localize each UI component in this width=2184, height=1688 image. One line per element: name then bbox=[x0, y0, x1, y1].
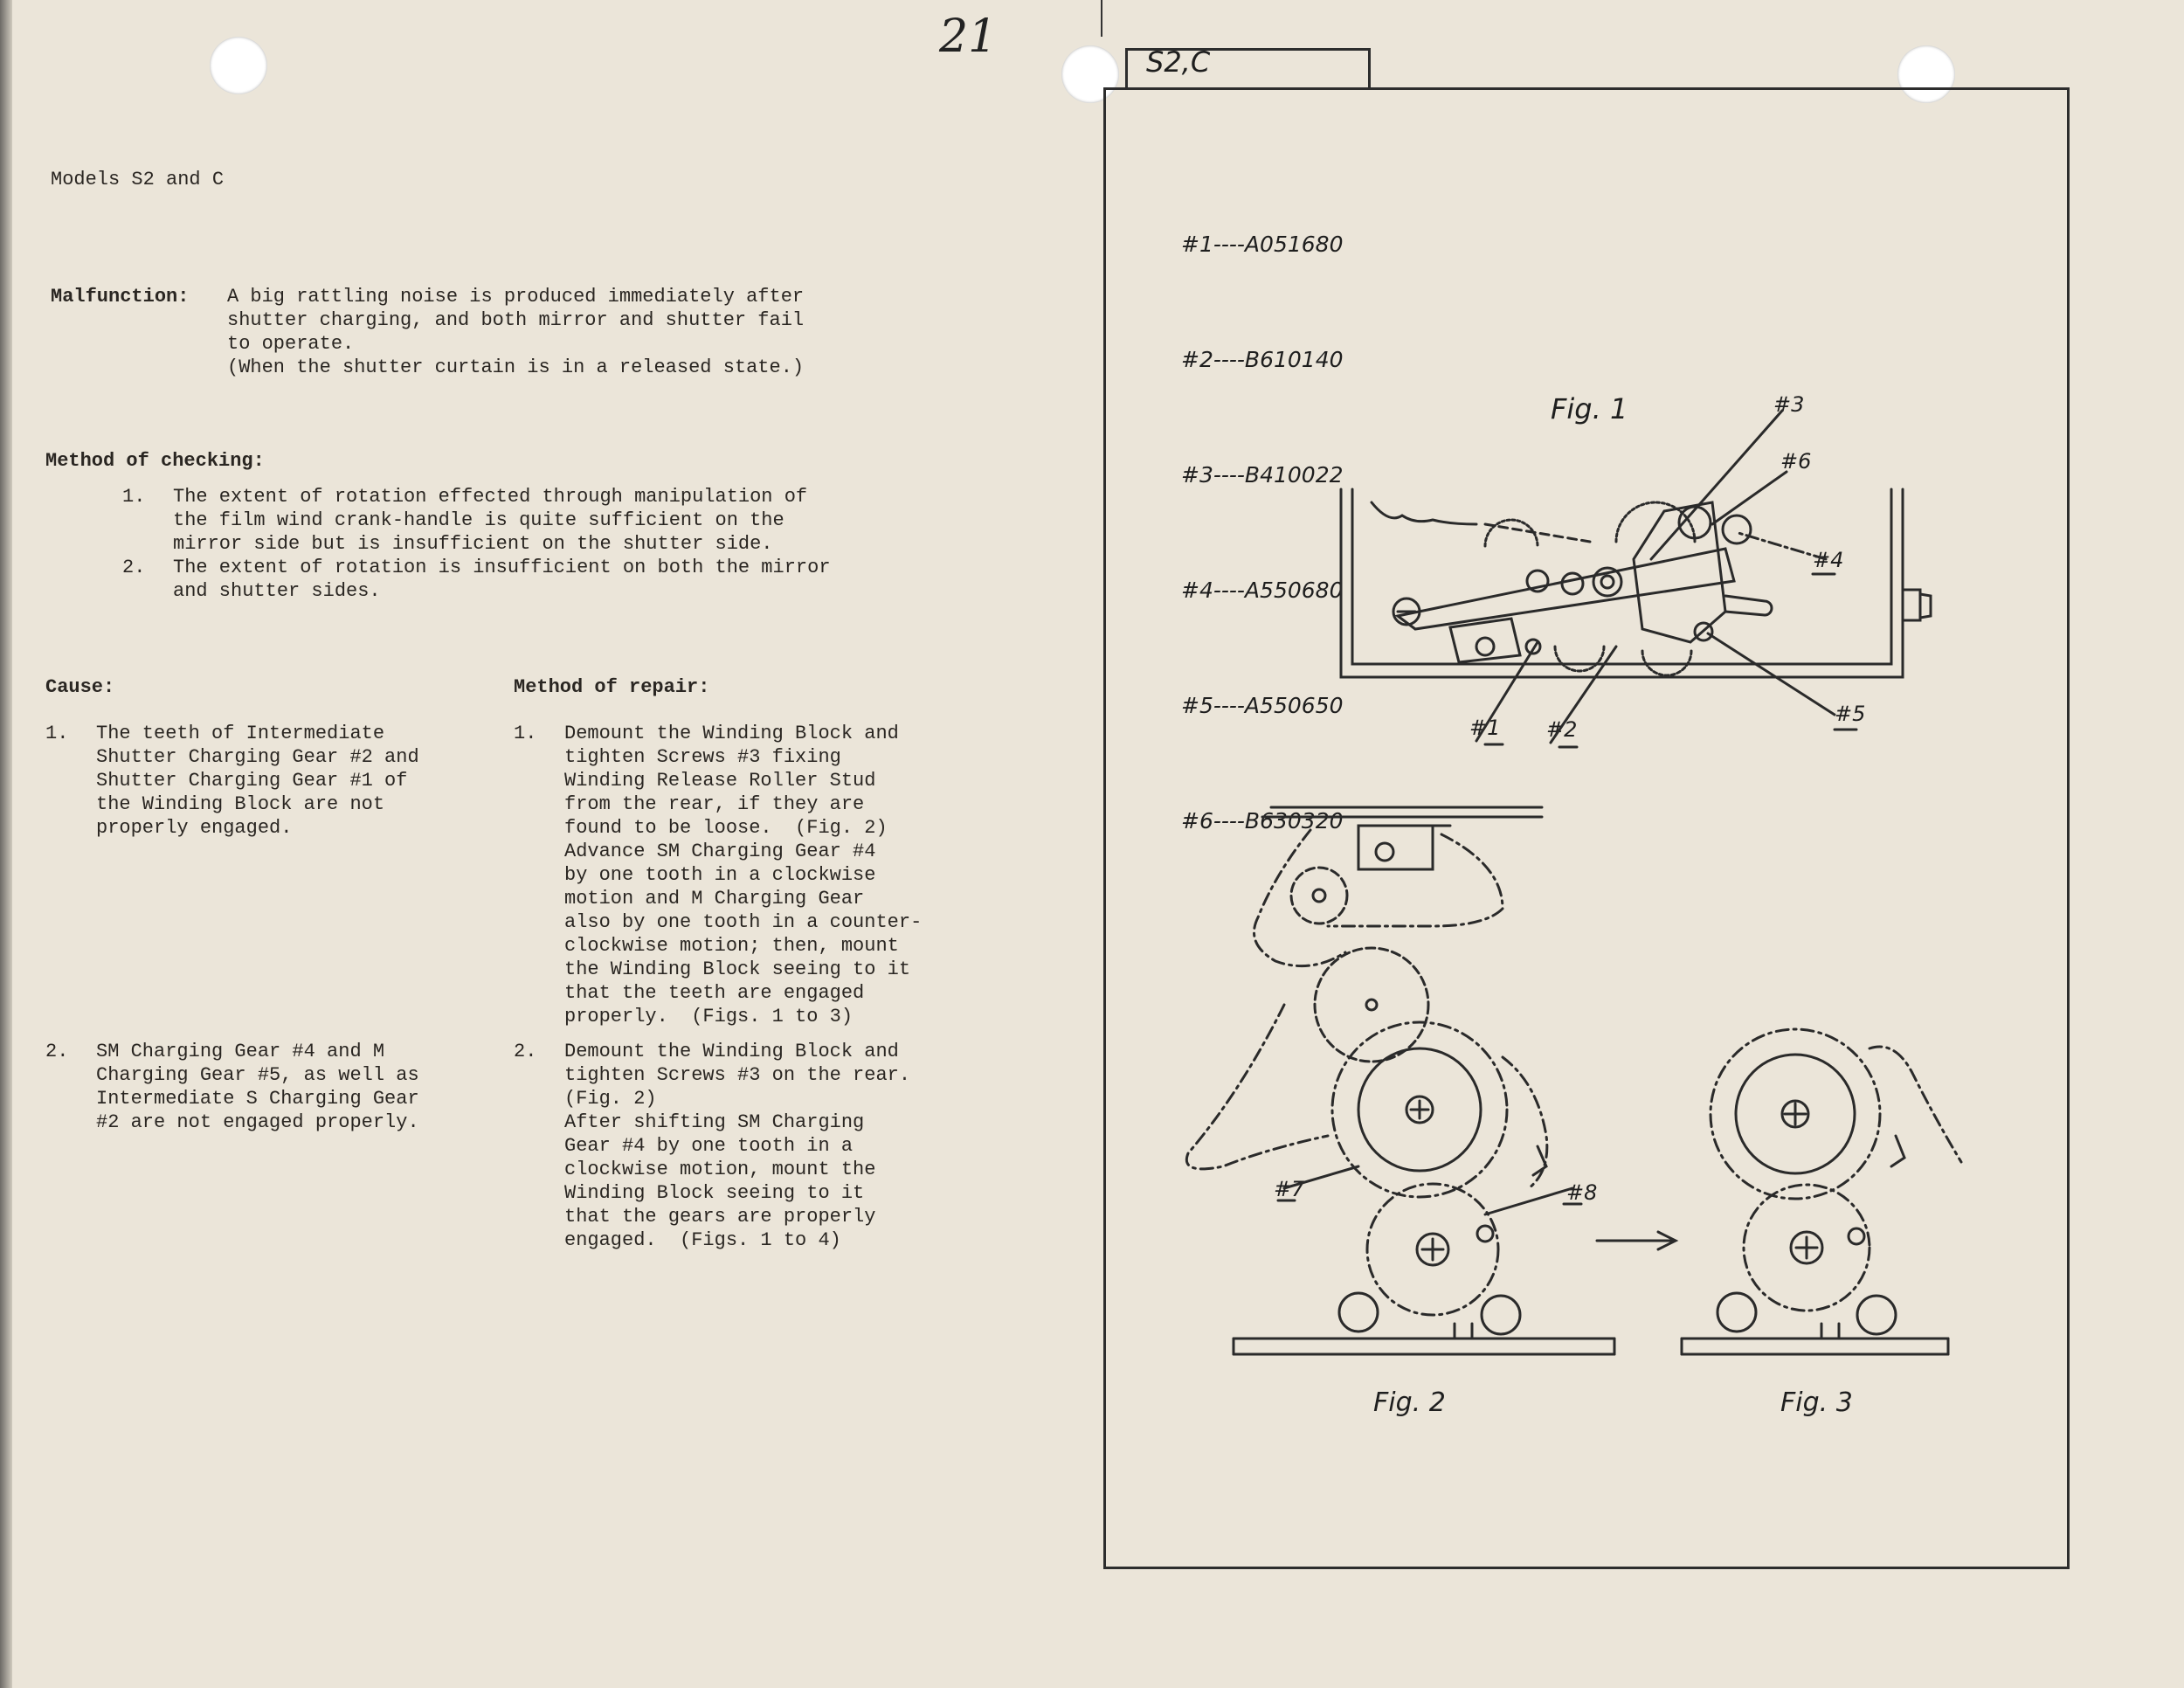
part-number: #4----A550680 bbox=[1181, 578, 1344, 603]
repair-line: from the rear, if they are bbox=[564, 793, 865, 815]
model-tab-label: S2,C bbox=[1146, 45, 1211, 79]
repair-item-number: 1. bbox=[514, 723, 537, 744]
checking-line: the film wind crank-handle is quite suff… bbox=[173, 509, 784, 531]
cause-line: #2 are not engaged properly. bbox=[96, 1111, 419, 1133]
repair-line: Advance SM Charging Gear #4 bbox=[564, 841, 876, 862]
checking-line: and shutter sides. bbox=[173, 580, 381, 602]
cause-line: Shutter Charging Gear #2 and bbox=[96, 746, 419, 768]
callout-4: #4 bbox=[1813, 548, 1844, 572]
repair-line: engaged. (Figs. 1 to 4) bbox=[564, 1229, 841, 1251]
checking-line: The extent of rotation is insufficient o… bbox=[173, 557, 831, 578]
part-number: #2----B610140 bbox=[1181, 347, 1344, 372]
repair-line: After shifting SM Charging bbox=[564, 1111, 865, 1133]
fig1-drawing bbox=[1339, 409, 1932, 749]
repair-line: Demount the Winding Block and bbox=[564, 1041, 899, 1062]
callout-2: #2 bbox=[1546, 717, 1578, 742]
cause-label: Cause: bbox=[45, 676, 115, 698]
cause-line: Shutter Charging Gear #1 of bbox=[96, 770, 408, 792]
cause-line: The teeth of Intermediate bbox=[96, 723, 385, 744]
part-number: #1----A051680 bbox=[1181, 232, 1344, 257]
malfunction-label: Malfunction: bbox=[51, 286, 190, 308]
fig2-drawing bbox=[1185, 806, 1679, 1356]
punch-hole-right bbox=[1897, 45, 1955, 103]
repair-line: clockwise motion, mount the bbox=[564, 1159, 876, 1180]
figure-frame bbox=[1103, 87, 2070, 1569]
repair-line: properly. (Figs. 1 to 3) bbox=[564, 1006, 854, 1027]
cause-line: Charging Gear #5, as well as bbox=[96, 1064, 419, 1086]
repair-item-number: 2. bbox=[514, 1041, 537, 1062]
malfunction-line: shutter charging, and both mirror and sh… bbox=[227, 309, 805, 331]
cause-line: properly engaged. bbox=[96, 817, 293, 839]
repair-line: tighten Screws #3 fixing bbox=[564, 746, 841, 768]
repair-line: that the teeth are engaged bbox=[564, 982, 865, 1004]
repair-line: clockwise motion; then, mount bbox=[564, 935, 899, 957]
part-number: #3----B410022 bbox=[1181, 462, 1344, 488]
malfunction-line: (When the shutter curtain is in a releas… bbox=[227, 356, 805, 378]
fig2-caption: Fig. 2 bbox=[1373, 1387, 1446, 1418]
parts-list: #1----A051680 #2----B610140 #3----B41002… bbox=[1181, 149, 1344, 917]
checking-line: The extent of rotation effected through … bbox=[173, 486, 808, 508]
repair-line: motion and M Charging Gear bbox=[564, 888, 865, 910]
checking-item-number: 2. bbox=[122, 557, 146, 578]
model-tab bbox=[1125, 48, 1371, 89]
repair-label: Method of repair: bbox=[514, 676, 710, 698]
callout-6: #6 bbox=[1780, 449, 1812, 474]
page-divider-top bbox=[1101, 0, 1102, 37]
checking-item-number: 1. bbox=[122, 486, 146, 508]
fig3-caption: Fig. 3 bbox=[1780, 1387, 1853, 1418]
checking-label: Method of checking: bbox=[45, 450, 265, 472]
repair-line: tighten Screws #3 on the rear. bbox=[564, 1064, 911, 1086]
repair-line: Gear #4 by one tooth in a bbox=[564, 1135, 854, 1157]
checking-line: mirror side but is insufficient on the s… bbox=[173, 533, 773, 555]
callout-8: #8 bbox=[1566, 1180, 1598, 1205]
punch-hole-left bbox=[210, 37, 267, 94]
repair-line: also by one tooth in a counter- bbox=[564, 911, 923, 933]
punch-hole-middle bbox=[1061, 45, 1119, 103]
cause-item-number: 2. bbox=[45, 1041, 69, 1062]
cause-line: the Winding Block are not bbox=[96, 793, 385, 815]
callout-5: #5 bbox=[1835, 702, 1866, 726]
repair-line: that the gears are properly bbox=[564, 1206, 876, 1228]
fig3-drawing bbox=[1680, 1027, 1963, 1356]
repair-line: Demount the Winding Block and bbox=[564, 723, 899, 744]
repair-line: found to be loose. (Fig. 2) bbox=[564, 817, 888, 839]
malfunction-line: to operate. bbox=[227, 333, 355, 355]
repair-line: the Winding Block seeing to it bbox=[564, 958, 911, 980]
cause-line: SM Charging Gear #4 and M bbox=[96, 1041, 385, 1062]
binding-edge bbox=[0, 0, 12, 1688]
repair-line: (Fig. 2) bbox=[564, 1088, 657, 1110]
cause-item-number: 1. bbox=[45, 723, 69, 744]
part-number: #5----A550650 bbox=[1181, 693, 1344, 718]
part-number: #6----B630320 bbox=[1181, 808, 1344, 834]
callout-7: #7 bbox=[1274, 1177, 1305, 1201]
repair-line: Winding Release Roller Stud bbox=[564, 770, 876, 792]
callout-3: #3 bbox=[1773, 392, 1805, 417]
cause-line: Intermediate S Charging Gear bbox=[96, 1088, 419, 1110]
page-number: 21 bbox=[939, 10, 998, 63]
models-heading: Models S2 and C bbox=[51, 169, 225, 190]
fig1-caption: Fig. 1 bbox=[1551, 392, 1628, 425]
malfunction-line: A big rattling noise is produced immedia… bbox=[227, 286, 805, 308]
repair-line: by one tooth in a clockwise bbox=[564, 864, 876, 886]
repair-line: Winding Block seeing to it bbox=[564, 1182, 865, 1204]
